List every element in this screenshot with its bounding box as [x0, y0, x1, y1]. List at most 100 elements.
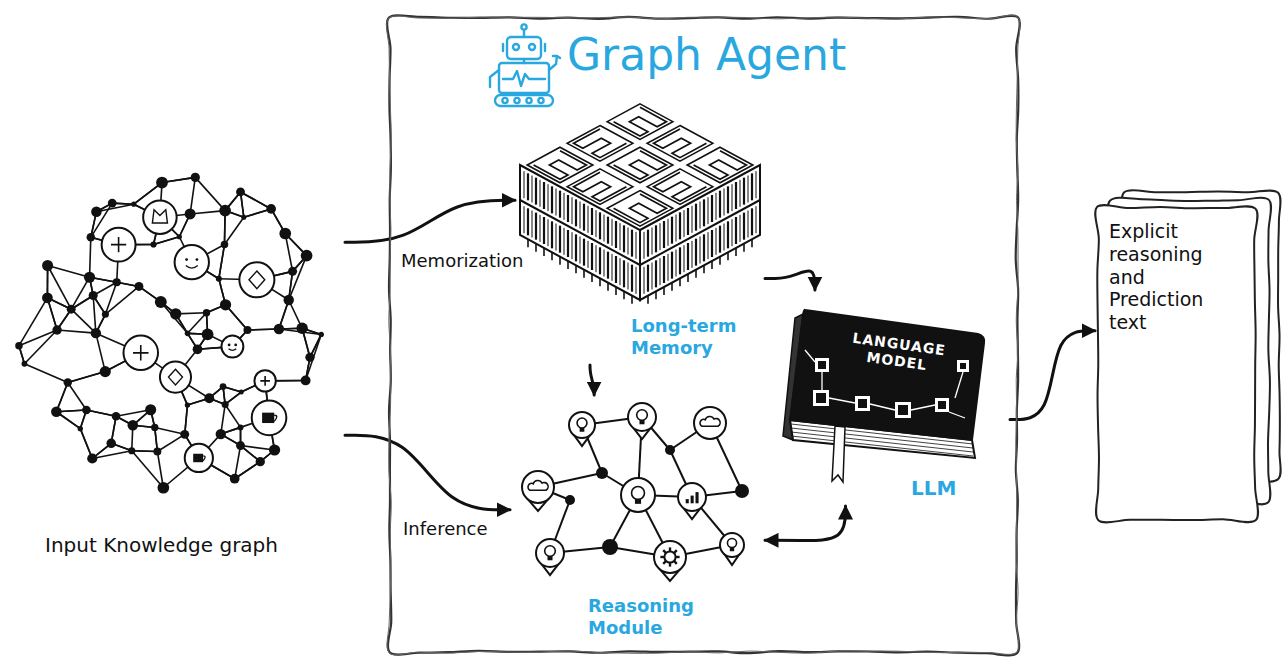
reasoning-network-stroke — [635, 499, 641, 504]
knowledge-graph-stroke — [156, 177, 168, 189]
reasoning-network-stroke — [678, 483, 706, 511]
memory-block-stroke — [556, 189, 557, 216]
memory-block-stroke — [540, 180, 541, 207]
memory-block-stroke — [716, 193, 717, 220]
knowledge-graph-stroke — [153, 448, 161, 456]
agent-frame-stroke — [387, 15, 1020, 655]
reasoning-network-stroke — [536, 539, 564, 567]
knowledge-graph-stroke — [42, 292, 53, 303]
llm-book-stroke — [815, 358, 829, 372]
knowledge-graph-stroke — [19, 298, 47, 346]
knowledge-graph-stroke — [143, 200, 177, 234]
memory-block-stroke — [527, 208, 529, 235]
knowledge-graph-stroke — [160, 362, 191, 393]
knowledge-graph-stroke — [84, 272, 95, 283]
memory-block-stroke — [588, 206, 589, 233]
knowledge-graph-stroke — [222, 401, 229, 408]
memory-block-stroke — [599, 212, 601, 239]
knowledge-graph-stroke — [238, 424, 244, 430]
knowledge-graph-stroke — [260, 376, 270, 386]
memory-block-stroke — [548, 219, 549, 246]
memory-block-stroke — [655, 291, 657, 299]
knowledge-graph-stroke — [195, 177, 225, 210]
memory-block-stroke — [564, 228, 565, 255]
knowledge-graph-stroke — [202, 328, 214, 340]
memory-block-stroke — [567, 195, 569, 222]
memory-block-stroke — [564, 193, 565, 220]
knowledge-graph-art — [5, 155, 345, 570]
knowledge-graph-stroke — [170, 308, 181, 319]
memory-block-stroke — [700, 202, 701, 229]
knowledge-graph-stroke — [252, 401, 287, 436]
memory-block-stroke — [644, 232, 645, 259]
memory-block-stroke — [534, 151, 587, 180]
knowledge-graph-stroke — [203, 309, 210, 316]
memory-block-stroke — [535, 178, 537, 205]
reasoning-network-stroke — [637, 410, 648, 421]
agent-frame-stroke — [538, 98, 543, 103]
llm-book-stroke — [955, 372, 963, 398]
knowledge-graph-stroke — [132, 451, 164, 488]
memory-block-stroke — [700, 237, 701, 264]
knowledge-graph-stroke — [52, 325, 61, 334]
knowledge-graph-stroke — [219, 245, 225, 279]
knowledge-graph-stroke — [274, 415, 277, 421]
agent-frame-stroke — [387, 15, 1020, 655]
knowledge-graph-stroke — [168, 369, 182, 385]
memory-block-stroke — [596, 245, 597, 272]
memory-block-stroke — [599, 278, 601, 286]
knowledge-graph-stroke — [243, 326, 251, 334]
knowledge-graph-stroke — [91, 206, 102, 217]
memory-block-stroke — [575, 265, 577, 273]
knowledge-graph-stroke — [191, 173, 200, 182]
reasoning-network-stroke — [691, 496, 694, 504]
memory-block-stroke — [551, 221, 553, 248]
knowledge-graph-stroke — [152, 210, 167, 223]
llm-book-stroke — [949, 412, 965, 418]
knowledge-graph-stroke — [256, 457, 265, 466]
knowledge-graph-stroke — [230, 474, 240, 484]
memory-block-stroke — [671, 252, 673, 279]
memory-block-stroke — [727, 221, 729, 248]
memory-block-stroke — [679, 212, 681, 239]
memory-block-stroke — [540, 215, 541, 242]
knowledge-graph-stroke — [185, 258, 188, 261]
agent-frame-stroke — [507, 37, 541, 59]
agent-frame-stroke — [549, 56, 560, 70]
memory-block-stroke — [654, 172, 707, 201]
memory-block-stroke — [604, 250, 605, 277]
knowledge-graph-stroke — [240, 192, 271, 209]
knowledge-graph-stroke — [51, 406, 62, 417]
llm-book-stroke — [816, 393, 826, 403]
memory-block-stroke — [719, 226, 721, 253]
connector-arrow — [345, 200, 515, 242]
knowledge-graph-stroke — [93, 296, 96, 334]
memory-block-stroke — [604, 215, 605, 242]
reasoning-network-stroke — [565, 495, 575, 505]
knowledge-graph-stroke — [102, 228, 136, 262]
knowledge-graph-stroke — [67, 305, 76, 314]
agent-frame-stroke — [490, 70, 499, 87]
memory-block-stroke — [615, 221, 617, 248]
memory-block-stroke — [663, 256, 665, 283]
reasoning-network-stroke — [632, 487, 645, 500]
reasoning-network: Reasoning Module — [510, 395, 765, 650]
memory-block-stroke — [612, 219, 613, 246]
llm-book-stroke — [895, 402, 911, 418]
knowledge-graph-stroke — [151, 424, 158, 431]
knowledge-graph-stroke — [220, 383, 227, 390]
memory-block-stroke — [644, 267, 645, 294]
knowledge-graph-stroke — [221, 241, 229, 249]
reasoning-network-stroke — [676, 556, 680, 558]
memory-block-stroke — [684, 245, 685, 272]
agent-frame-stroke — [529, 44, 535, 50]
knowledge-graph-stroke — [185, 331, 191, 337]
memory-block-stroke — [640, 165, 760, 300]
knowledge-graph-stroke — [288, 267, 297, 276]
knowledge-graph-stroke — [48, 266, 72, 310]
memory-block-stroke — [636, 267, 637, 294]
knowledge-graph-stroke — [228, 344, 231, 347]
knowledge-graph-stroke — [216, 276, 222, 282]
